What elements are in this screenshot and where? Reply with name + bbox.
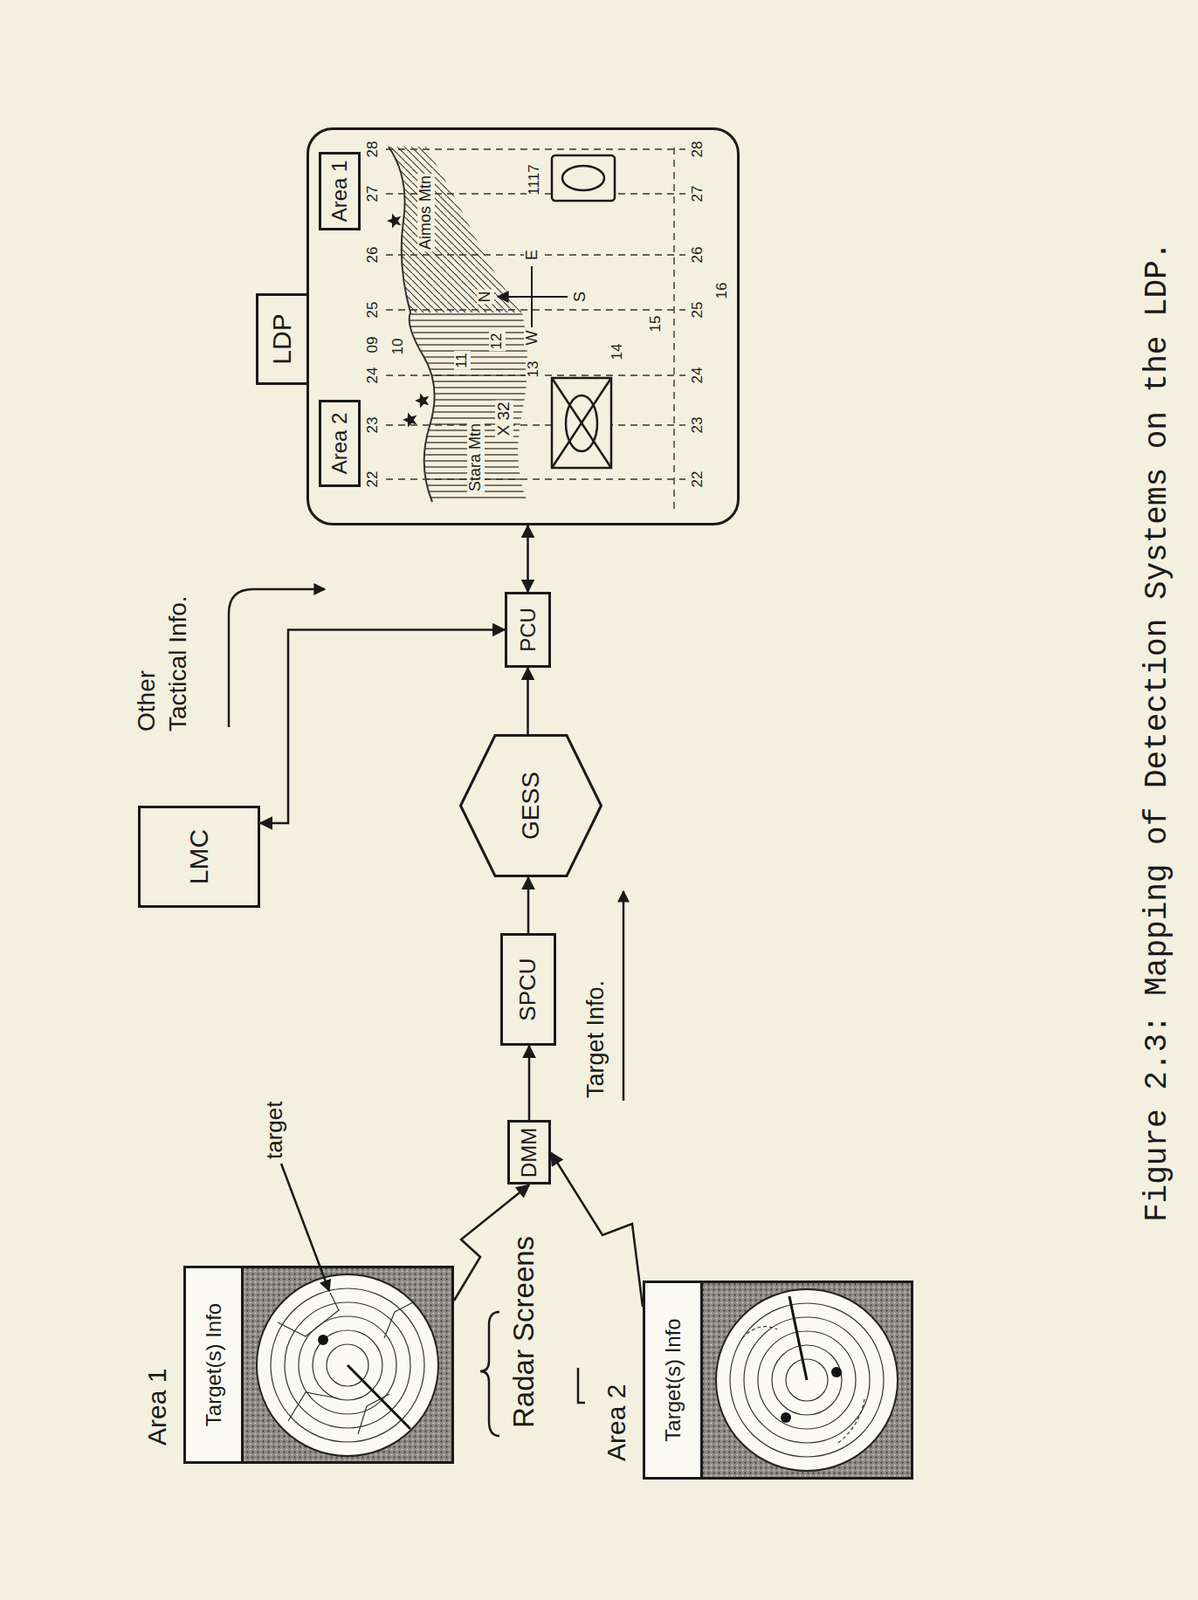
map-label: 27 bbox=[689, 184, 707, 205]
map-label: 24 bbox=[689, 365, 707, 386]
connector bbox=[526, 667, 530, 735]
figure-caption: Figure 2.3: Mapping of Detection Systems… bbox=[1140, 241, 1176, 1223]
map-label: 26 bbox=[689, 245, 707, 266]
hexagon-shape bbox=[461, 736, 602, 877]
process-box: Area 2 bbox=[318, 399, 361, 488]
radar-scope-1 bbox=[240, 1266, 455, 1465]
node-title: Area 1 bbox=[327, 160, 352, 223]
node-title: DMM bbox=[516, 1128, 542, 1178]
node-title: PCU bbox=[516, 607, 541, 653]
map-label: N bbox=[476, 289, 495, 305]
map-label: 1117 bbox=[526, 162, 544, 197]
node-body: Target(s) Info bbox=[645, 1283, 703, 1478]
annotation-label: Other Tactical Info. bbox=[130, 585, 195, 732]
annotation-label: Radar Screens bbox=[508, 1236, 540, 1429]
map-label: Stara Mtn bbox=[467, 421, 485, 494]
map-label: 23 bbox=[689, 415, 707, 436]
connector bbox=[528, 1046, 531, 1122]
map-label: E bbox=[523, 247, 542, 262]
map-label: 16 bbox=[714, 281, 731, 302]
connector bbox=[527, 877, 531, 934]
map-label: 25 bbox=[689, 300, 707, 321]
map-label: 28 bbox=[689, 139, 707, 160]
map-label: X 32 bbox=[495, 399, 514, 438]
node-title: LMC bbox=[184, 829, 215, 885]
process-box: DMM bbox=[507, 1121, 551, 1186]
annotation-label: target bbox=[261, 1101, 288, 1161]
radar-panel: Area 2Target(s) Info bbox=[642, 1280, 914, 1481]
map-label: W bbox=[523, 329, 542, 348]
map-label: 11 bbox=[454, 351, 471, 371]
node-title: SPCU bbox=[515, 957, 542, 1021]
map-label: 10 bbox=[390, 337, 407, 358]
hexagon-node: GESS bbox=[459, 734, 603, 878]
process-box: LMC bbox=[137, 805, 261, 909]
map-label: 23 bbox=[364, 415, 382, 436]
map-label: 28 bbox=[364, 139, 382, 160]
map-label: 12 bbox=[488, 331, 506, 352]
map-label: 22 bbox=[364, 469, 382, 490]
map-label: 24 bbox=[364, 365, 382, 386]
annotation-arrows bbox=[228, 589, 624, 1437]
node-title: LDP bbox=[255, 293, 310, 386]
map-label: 15 bbox=[647, 314, 665, 335]
radar-panel: Area 1Target(s) Info bbox=[183, 1266, 455, 1465]
map-label: Aimos Mtn bbox=[417, 173, 435, 252]
map-label: 14 bbox=[609, 342, 627, 363]
map-label: 22 bbox=[689, 469, 707, 490]
map-label: 26 bbox=[364, 245, 382, 266]
node-body: Target(s) Info bbox=[185, 1268, 244, 1462]
connector bbox=[550, 1153, 643, 1309]
map-label: 27 bbox=[364, 184, 382, 205]
node-title: Area 2 bbox=[327, 413, 352, 476]
process-box: SPCU bbox=[500, 933, 557, 1047]
map-label: S bbox=[571, 289, 590, 304]
node-title: Area 1 bbox=[142, 1369, 173, 1446]
node-title: GESS bbox=[516, 771, 545, 840]
radar-scope-2 bbox=[700, 1280, 914, 1481]
map-label: 13 bbox=[525, 359, 543, 380]
map-label: 09 bbox=[364, 335, 382, 356]
process-box: PCU bbox=[504, 592, 551, 668]
connector bbox=[526, 525, 530, 593]
map bbox=[385, 142, 686, 510]
annotation-label: Target Info. bbox=[583, 980, 610, 1099]
process-box: Area 1 bbox=[318, 151, 361, 231]
node-title: Area 2 bbox=[601, 1384, 633, 1462]
map-label: 25 bbox=[364, 300, 382, 321]
